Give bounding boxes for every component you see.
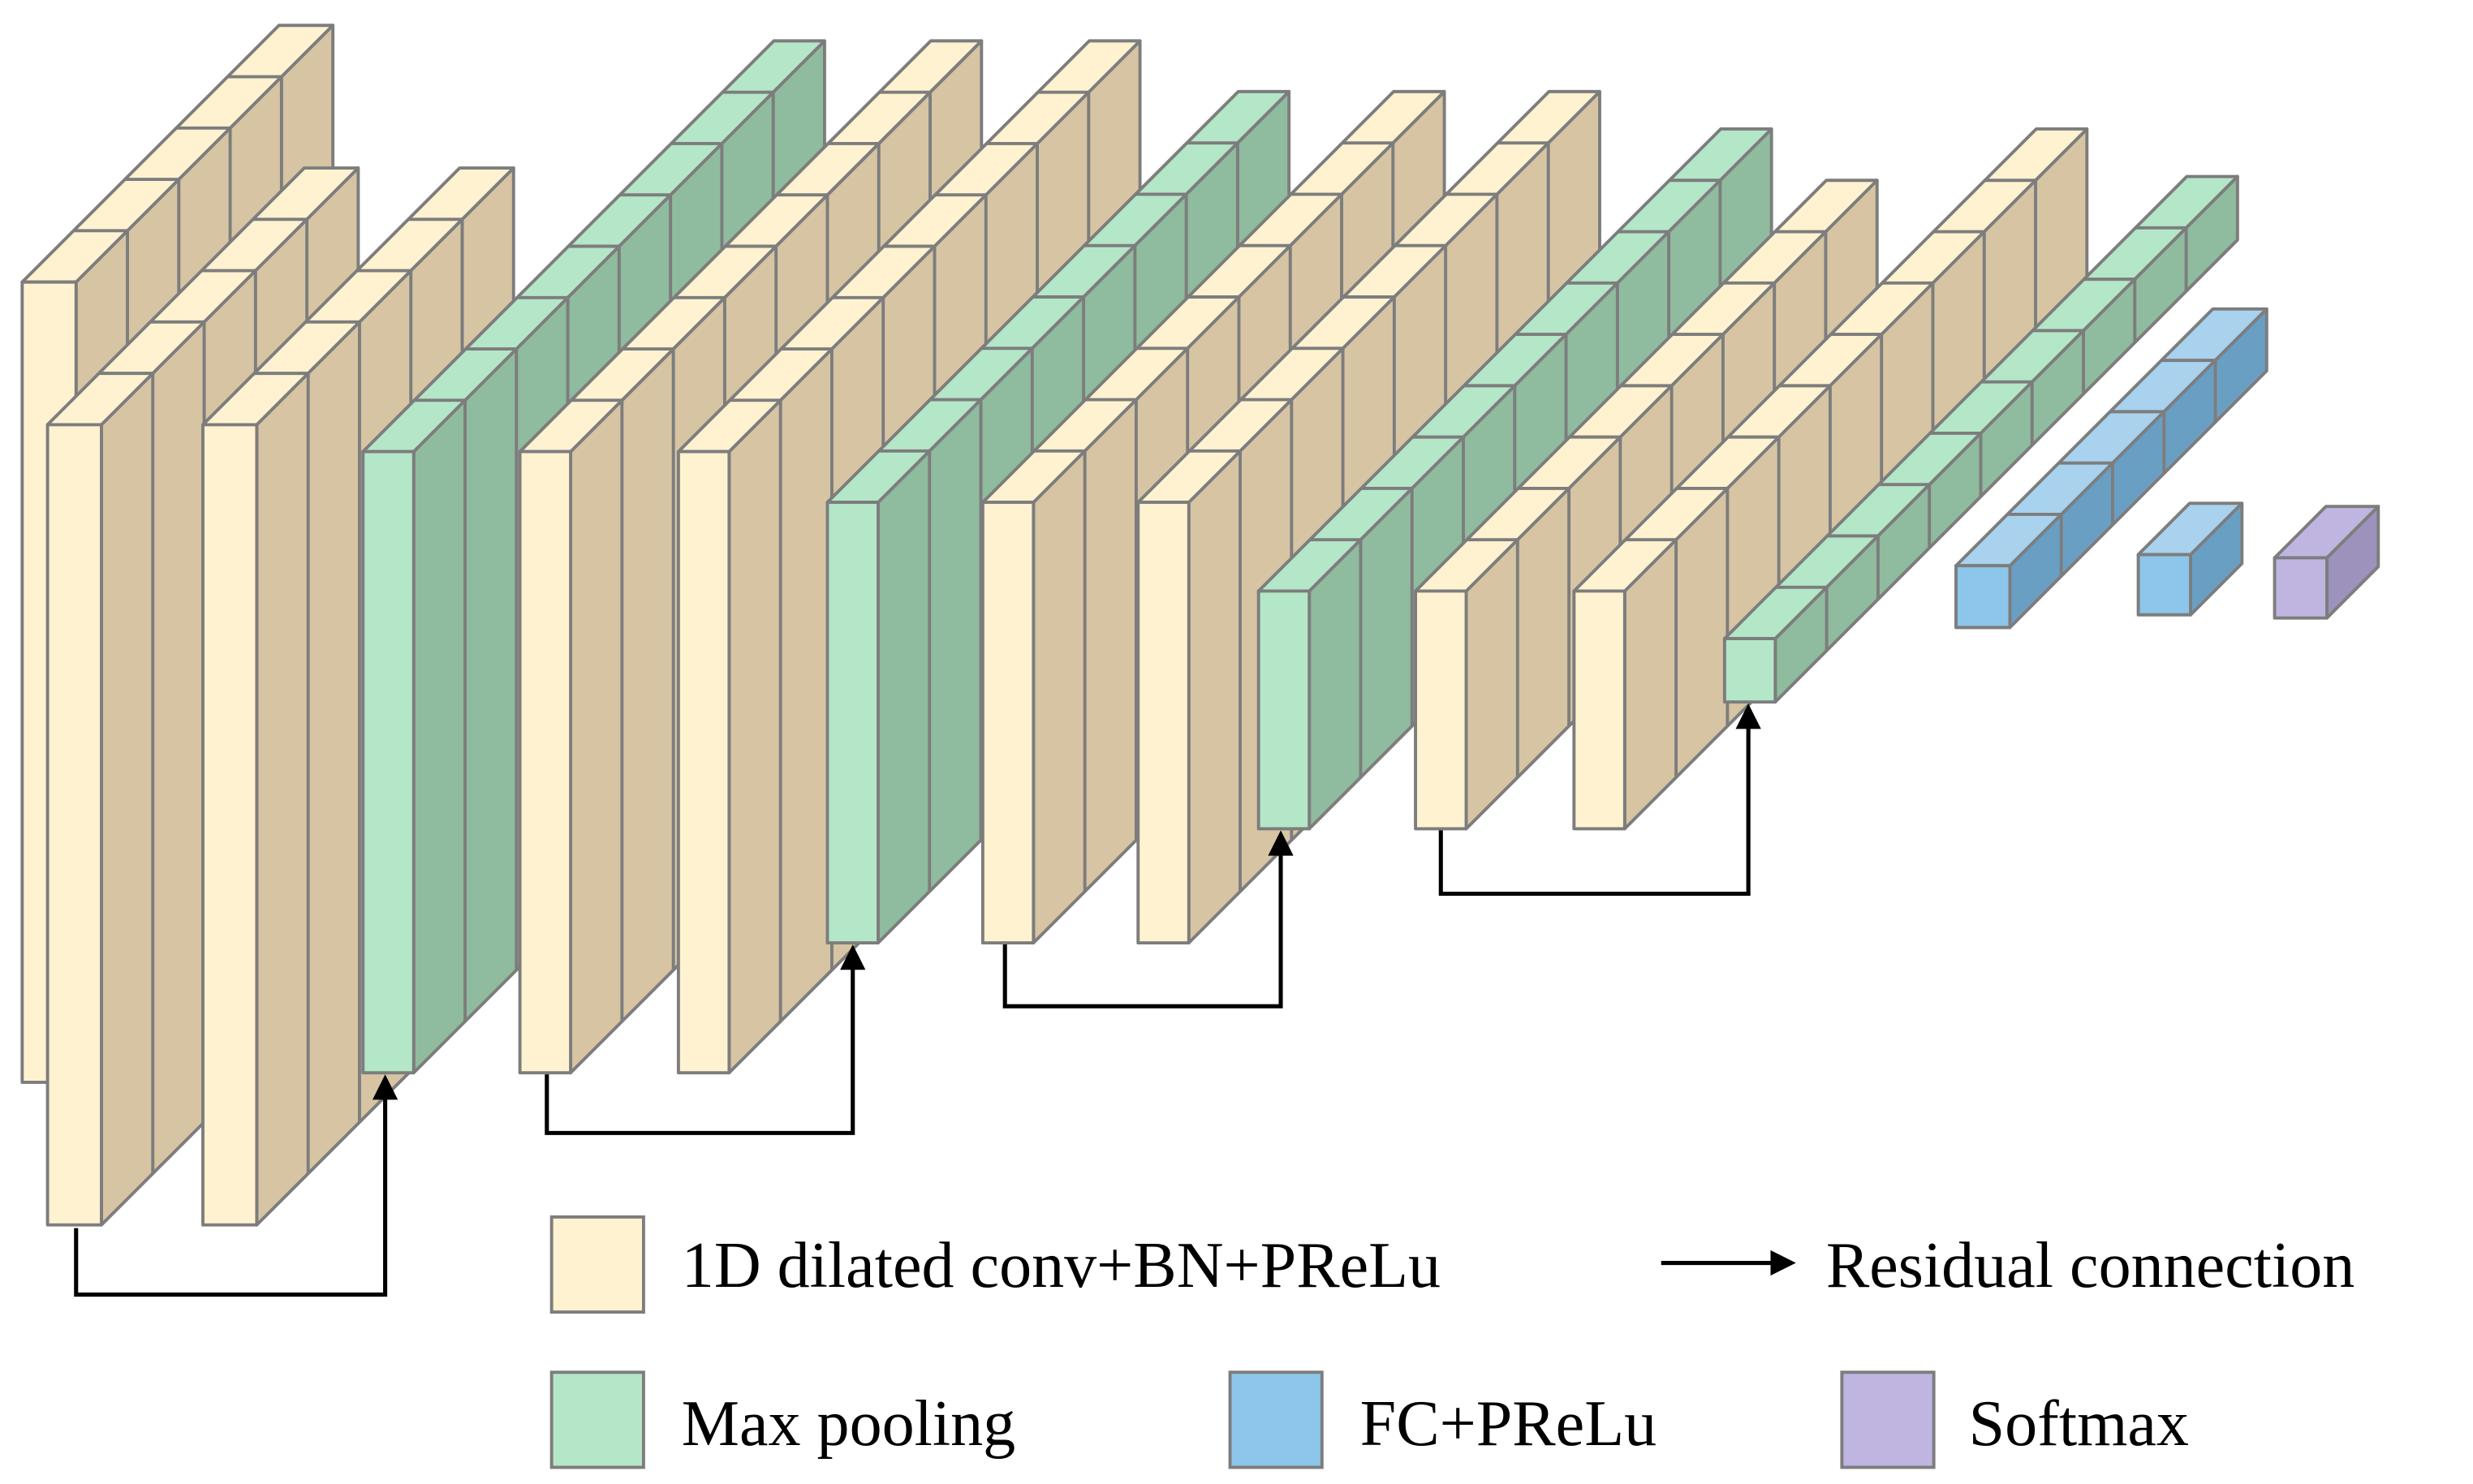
legend-softmax-label: Softmax bbox=[1969, 1388, 2189, 1460]
legend-softmax-swatch bbox=[1840, 1370, 1936, 1469]
legend-fc-label: FC+PReLu bbox=[1360, 1388, 1657, 1460]
layer-fc-1 bbox=[1954, 307, 2268, 630]
residual-connections bbox=[74, 703, 1761, 1297]
layer-front-face bbox=[1256, 589, 1312, 831]
layer-front-face bbox=[45, 423, 103, 1227]
layer-front-face bbox=[825, 501, 880, 944]
residual-arrow-3 bbox=[1002, 830, 1294, 1009]
layer-front-face bbox=[1954, 564, 2012, 630]
residual-arrow-2 bbox=[545, 944, 866, 1135]
layer-front-face bbox=[1722, 637, 1777, 704]
layer-front-face bbox=[676, 450, 731, 1075]
layer-blocks bbox=[20, 24, 2380, 1227]
layer-fc-2 bbox=[2136, 501, 2244, 617]
legend: 1D dilated conv+BN+PReLu Residual connec… bbox=[549, 1215, 2355, 1469]
layer-front-face bbox=[2136, 553, 2192, 617]
layer-front-face bbox=[518, 450, 573, 1075]
layer-front-face bbox=[1414, 589, 1468, 831]
legend-residual-label: Residual connection bbox=[1826, 1230, 2355, 1301]
layer-front-face bbox=[980, 501, 1036, 944]
legend-arrow-icon bbox=[1661, 1250, 1796, 1276]
legend-fc-swatch bbox=[1228, 1370, 1324, 1469]
layer-front-face bbox=[1572, 589, 1626, 831]
layer-front-face bbox=[1136, 501, 1191, 944]
residual-arrow-4 bbox=[1438, 703, 1761, 897]
layer-front-face bbox=[361, 450, 416, 1075]
legend-pool-label: Max pooling bbox=[682, 1388, 1015, 1460]
layer-front-face bbox=[201, 423, 259, 1227]
residual-arrow-1 bbox=[74, 1074, 399, 1297]
legend-pool-swatch bbox=[549, 1370, 645, 1469]
layer-front-face bbox=[2273, 556, 2329, 620]
layer-pool-13 bbox=[1722, 174, 2239, 704]
legend-conv-label: 1D dilated conv+BN+PReLu bbox=[682, 1230, 1441, 1301]
layer-softmax bbox=[2273, 505, 2380, 620]
legend-conv-swatch bbox=[549, 1215, 645, 1314]
